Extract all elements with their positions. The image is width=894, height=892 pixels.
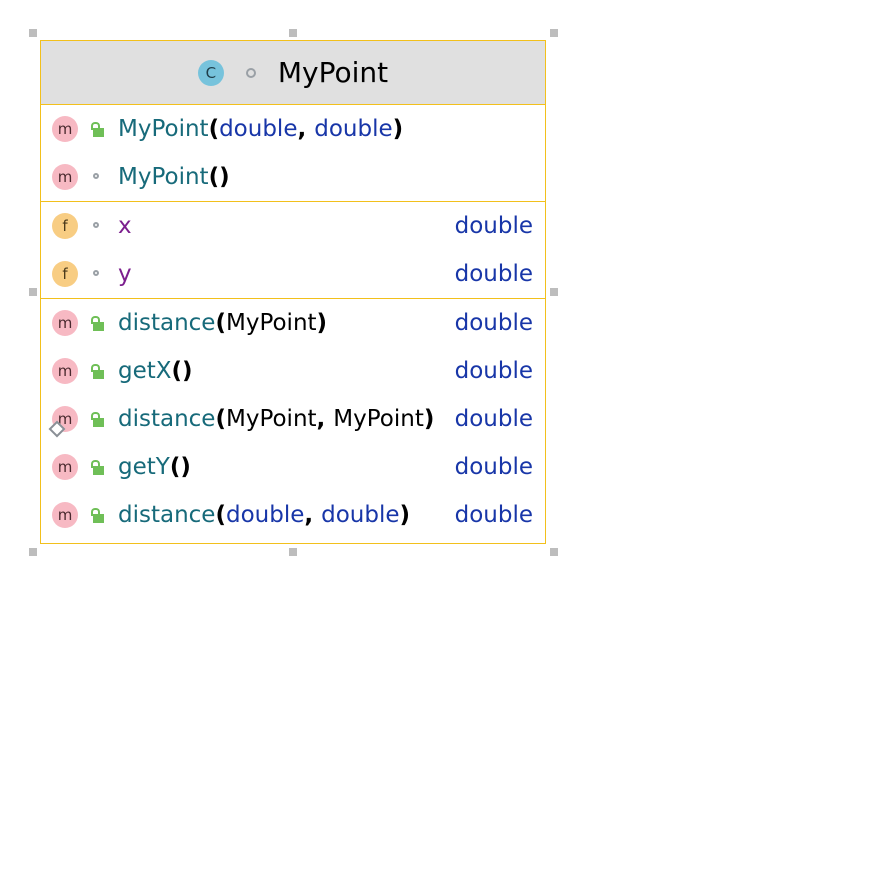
paren: ( [215, 502, 226, 528]
field-signature: x [118, 213, 132, 239]
method-badge-icon: m [52, 454, 78, 480]
paren: () [171, 358, 193, 384]
method-signature: distance(MyPoint) [118, 310, 327, 336]
method-return-type: double [454, 310, 533, 336]
method-row[interactable]: m getX() double [41, 347, 545, 395]
public-lock-icon [89, 121, 105, 137]
method-badge-icon: m [52, 310, 78, 336]
resize-handle-right[interactable] [550, 288, 558, 296]
method-return-type: double [454, 406, 533, 432]
param-type: double [314, 116, 393, 142]
paren: ( [215, 406, 226, 432]
paren: ) [423, 406, 435, 432]
comma: , [316, 406, 334, 432]
class-icon: C [197, 59, 224, 86]
method-badge-icon: m [52, 358, 78, 384]
resize-handle-top-left[interactable] [29, 29, 37, 37]
method-name: distance [118, 406, 216, 432]
public-lock-icon [89, 363, 105, 379]
paren: ) [399, 502, 411, 528]
field-name: x [118, 213, 132, 239]
class-name: MyPoint [277, 56, 389, 89]
field-return-type: double [454, 261, 533, 287]
method-row[interactable]: m distance(MyPoint) double [41, 299, 545, 347]
field-badge-icon: f [52, 261, 78, 287]
method-return-type: double [454, 358, 533, 384]
method-signature: getX() [118, 358, 193, 384]
method-name: distance [118, 310, 216, 336]
comma: , [297, 116, 315, 142]
method-row[interactable]: m getY() double [41, 443, 545, 491]
package-visibility-icon [89, 169, 105, 185]
class-icon-letter: C [205, 63, 217, 82]
paren: ) [392, 116, 404, 142]
param-type: MyPoint [225, 406, 317, 432]
resize-handle-bottom[interactable] [289, 548, 297, 556]
public-lock-icon [89, 459, 105, 475]
method-name: getX [118, 358, 172, 384]
constructor-row[interactable]: m MyPoint() [41, 153, 545, 201]
field-badge-icon: f [52, 213, 78, 239]
resize-handle-bottom-right[interactable] [550, 548, 558, 556]
method-badge-icon: m [52, 502, 78, 528]
field-signature: y [118, 261, 132, 287]
field-return-type: double [454, 213, 533, 239]
field-name: y [118, 261, 132, 287]
comma: , [304, 502, 322, 528]
paren: () [208, 164, 230, 190]
paren: () [169, 454, 191, 480]
paren: ( [208, 116, 220, 142]
param-type: double [225, 502, 305, 528]
constructor-signature: MyPoint() [118, 164, 230, 190]
public-lock-icon [89, 315, 105, 331]
param-type: double [321, 502, 400, 528]
resize-handle-top-right[interactable] [550, 29, 558, 37]
method-badge-icon: m [52, 116, 78, 142]
class-header: C MyPoint [41, 41, 545, 105]
resize-handle-bottom-left[interactable] [29, 548, 37, 556]
field-row[interactable]: f y double [41, 250, 545, 298]
resize-handle-top[interactable] [289, 29, 297, 37]
method-name: distance [118, 502, 216, 528]
method-signature: distance(MyPoint, MyPoint) [118, 406, 434, 432]
package-visibility-icon [89, 266, 105, 282]
method-badge-icon: m [52, 164, 78, 190]
package-visibility-icon [89, 218, 105, 234]
param-type: MyPoint [225, 310, 317, 336]
constructor-name: MyPoint [118, 116, 209, 142]
paren: ) [316, 310, 328, 336]
method-signature: getY() [118, 454, 191, 480]
constructor-signature: MyPoint(double, double) [118, 116, 403, 142]
package-visibility-icon [245, 67, 256, 78]
param-type: MyPoint [333, 406, 424, 432]
fields-section: f x double f y double [41, 202, 545, 299]
param-type: double [219, 116, 298, 142]
method-return-type: double [454, 502, 533, 528]
method-name: getY [118, 454, 170, 480]
public-lock-icon [89, 411, 105, 427]
constructor-name: MyPoint [118, 164, 209, 190]
paren: ( [215, 310, 226, 336]
method-signature: distance(double, double) [118, 502, 410, 528]
method-return-type: double [454, 454, 533, 480]
resize-handle-left[interactable] [29, 288, 37, 296]
field-row[interactable]: f x double [41, 202, 545, 250]
public-lock-icon [89, 507, 105, 523]
